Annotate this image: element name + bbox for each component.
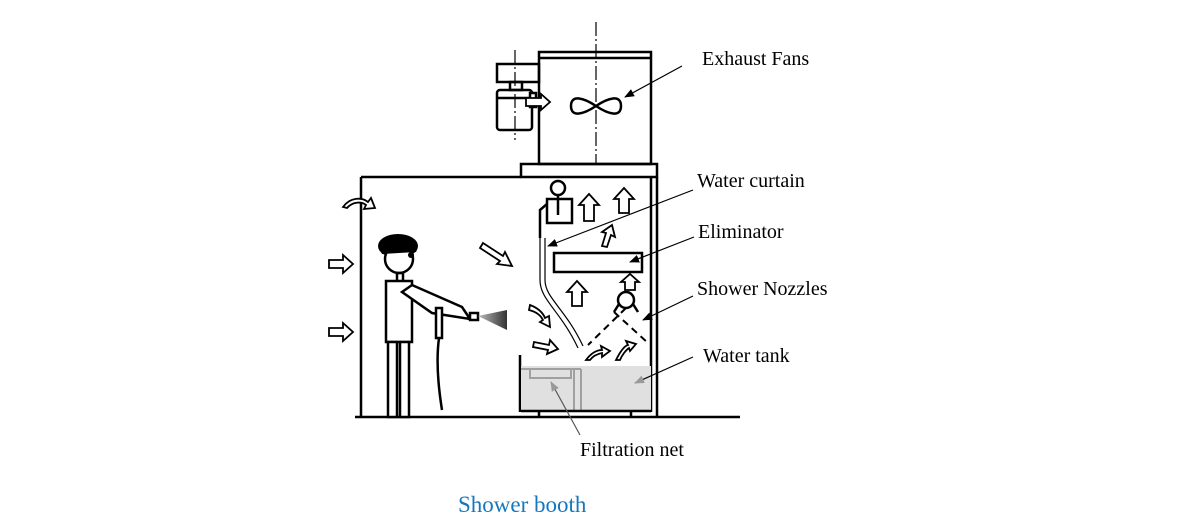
exhaust-fan-housing	[537, 22, 653, 166]
diagram-caption: Shower booth	[458, 492, 587, 517]
air-inlet-arrows	[328, 196, 560, 356]
label-shower-nozzles: Shower Nozzles	[697, 278, 828, 300]
shower-nozzle	[587, 290, 649, 346]
water-curtain	[538, 179, 584, 349]
airflow-up-arrows	[564, 186, 642, 361]
label-filtration-net: Filtration net	[580, 439, 684, 461]
leader-lines	[547, 65, 695, 436]
label-water-tank: Water tank	[703, 345, 790, 367]
label-eliminator: Eliminator	[698, 221, 784, 243]
label-exhaust-fans: Exhaust Fans	[702, 48, 809, 70]
label-water-curtain: Water curtain	[697, 170, 805, 192]
fan-base	[519, 162, 659, 179]
eliminator	[552, 251, 644, 274]
water-tank	[521, 366, 651, 417]
fan-blade-icon	[569, 97, 623, 115]
fan-motor	[495, 50, 552, 140]
worker-figure	[378, 234, 507, 419]
